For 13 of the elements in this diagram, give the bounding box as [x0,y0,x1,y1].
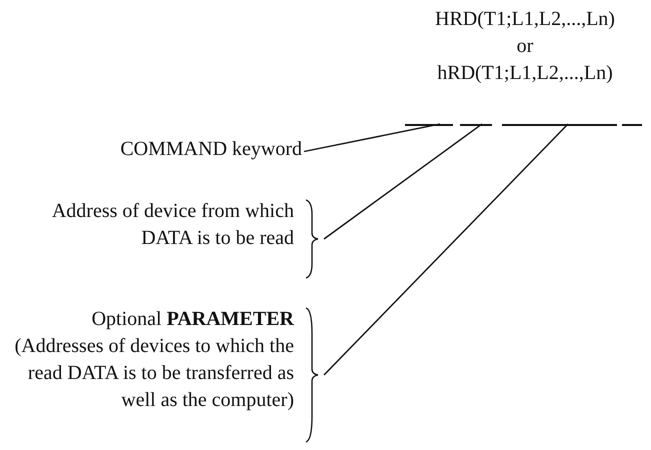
leader-line [304,123,440,152]
leader-line [324,123,482,240]
underline-segment [622,124,642,126]
leader-line [324,124,568,376]
syntax-text: HRD(T1;L1,L2,...,Ln) [434,7,616,32]
underline-segment [405,124,453,126]
underline-segment [502,124,617,126]
syntax-text: hRD(T1;L1,L2,...,Ln) [436,61,614,86]
annotation-text: COMMAND keyword [120,137,302,162]
annotation-text: Address of device from which DATA is to be read [50,199,294,251]
connective-text: or [516,34,534,59]
underline-segment [460,124,492,126]
annotation-text: Optional PARAMETER (Addresses of devices to which the read DATA is to be transferred as well as the computer) [14,307,294,413]
